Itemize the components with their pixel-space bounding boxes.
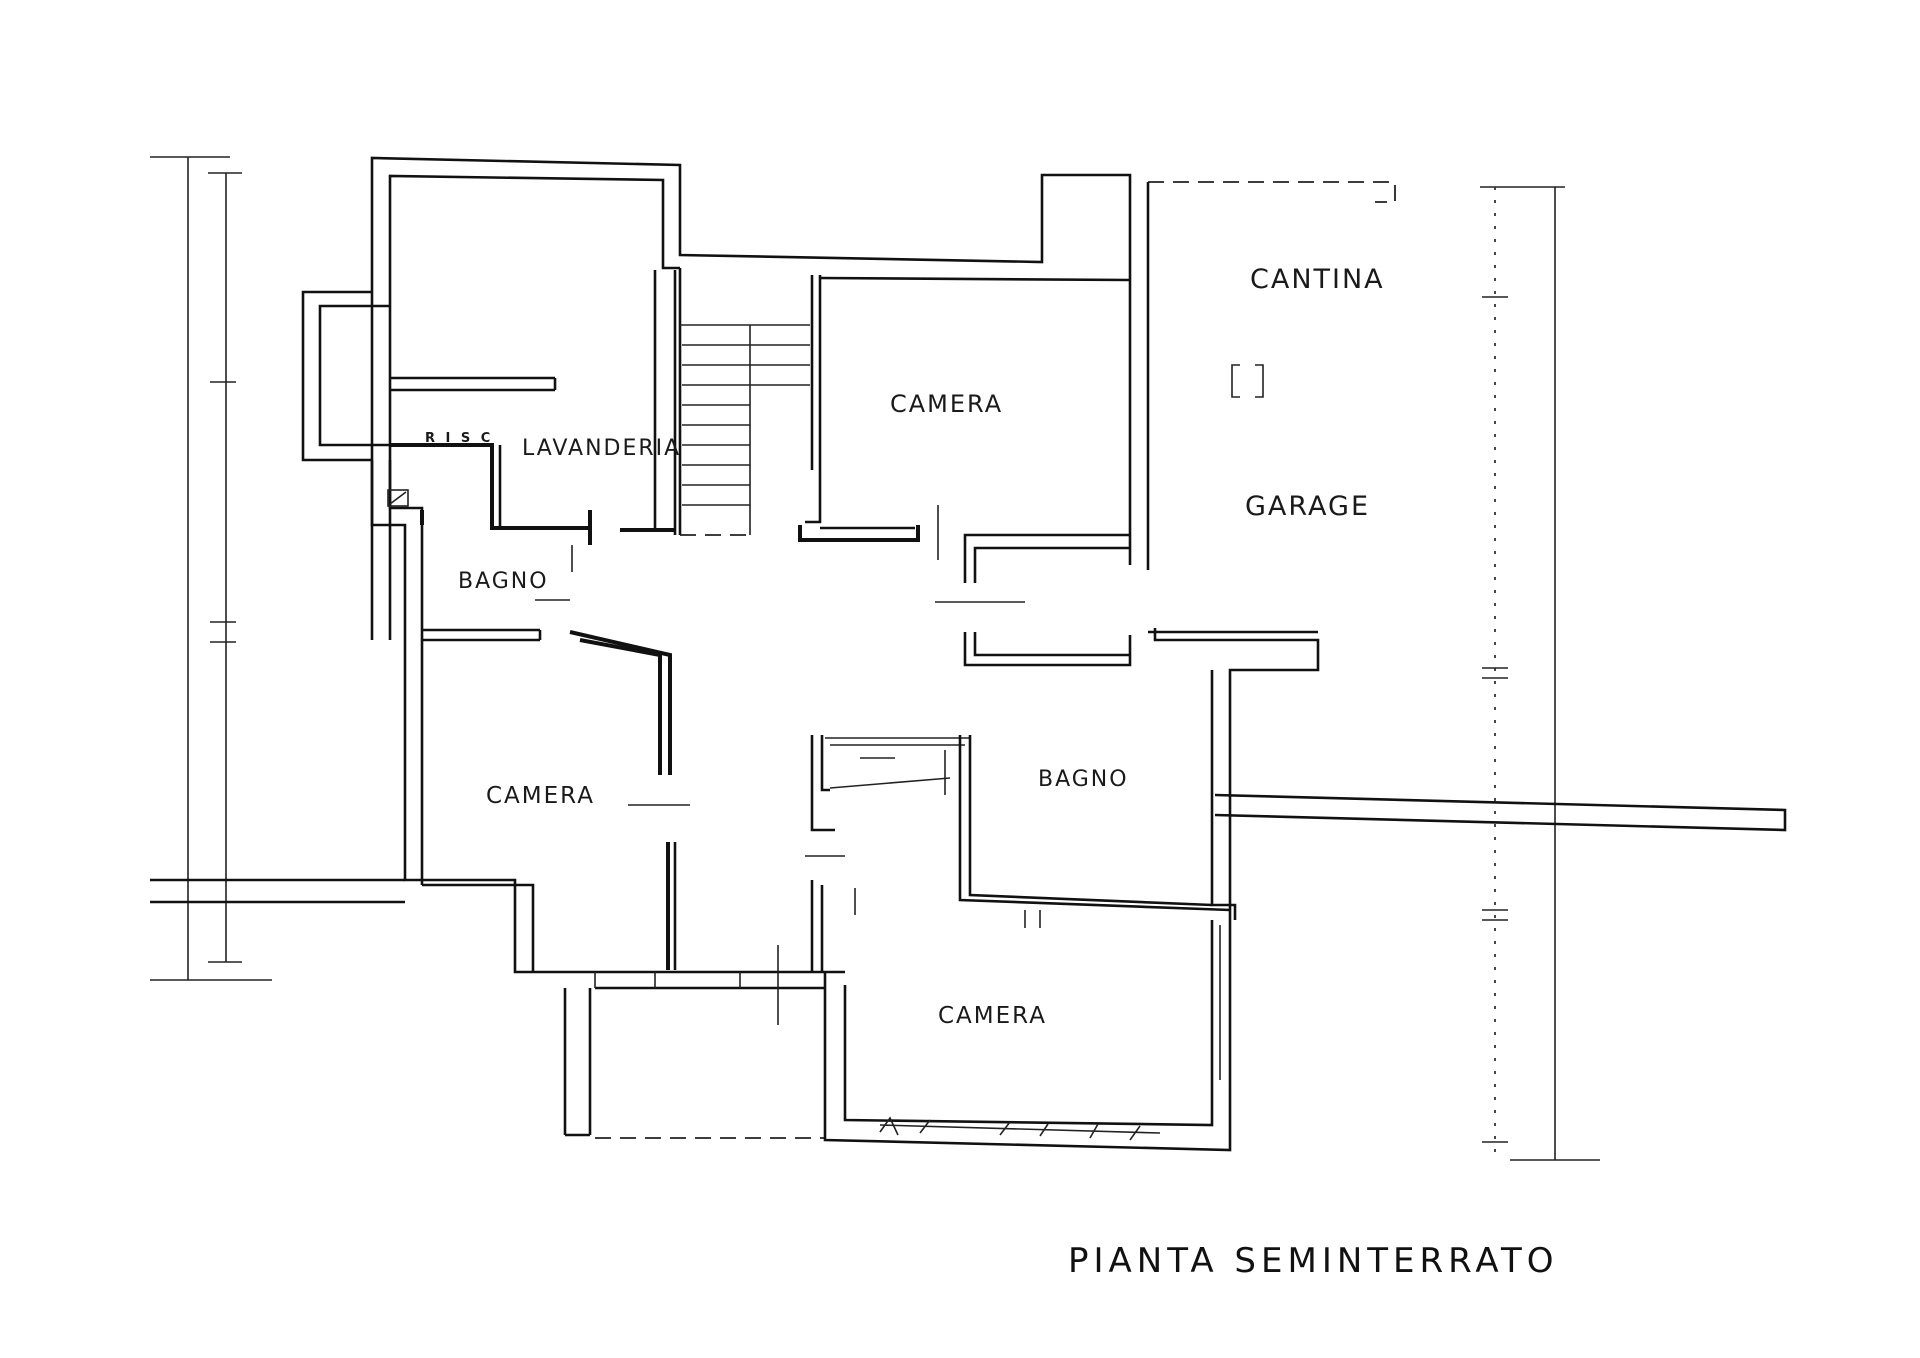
room-label-cantina: CANTINA	[1250, 264, 1385, 295]
room-label-camera-2: CAMERA	[486, 783, 595, 809]
note-label-risc: R I S C	[425, 431, 493, 446]
outer-walls	[301, 156, 1396, 1152]
inner-walls	[390, 268, 1318, 1141]
ground-lines	[150, 793, 1787, 904]
room-label-bagno-2: BAGNO	[1038, 767, 1129, 792]
plan-title: PIANTA SEMINTERRATO	[1068, 1241, 1559, 1281]
left-dimension-lines	[150, 156, 272, 981]
room-label-lavanderia: LAVANDERIA	[522, 436, 681, 461]
room-label-bagno-1: BAGNO	[458, 569, 549, 594]
right-dimension-lines	[1480, 186, 1600, 1161]
heater-symbol	[387, 489, 424, 525]
garage-pillar	[1231, 364, 1264, 398]
room-labels: CANTINA GARAGE LAVANDERIA BAGNO BAGNO CA…	[425, 264, 1385, 1029]
room-label-garage: GARAGE	[1245, 491, 1370, 522]
room-label-camera-3: CAMERA	[938, 1003, 1047, 1029]
room-label-camera-1: CAMERA	[890, 390, 1003, 418]
